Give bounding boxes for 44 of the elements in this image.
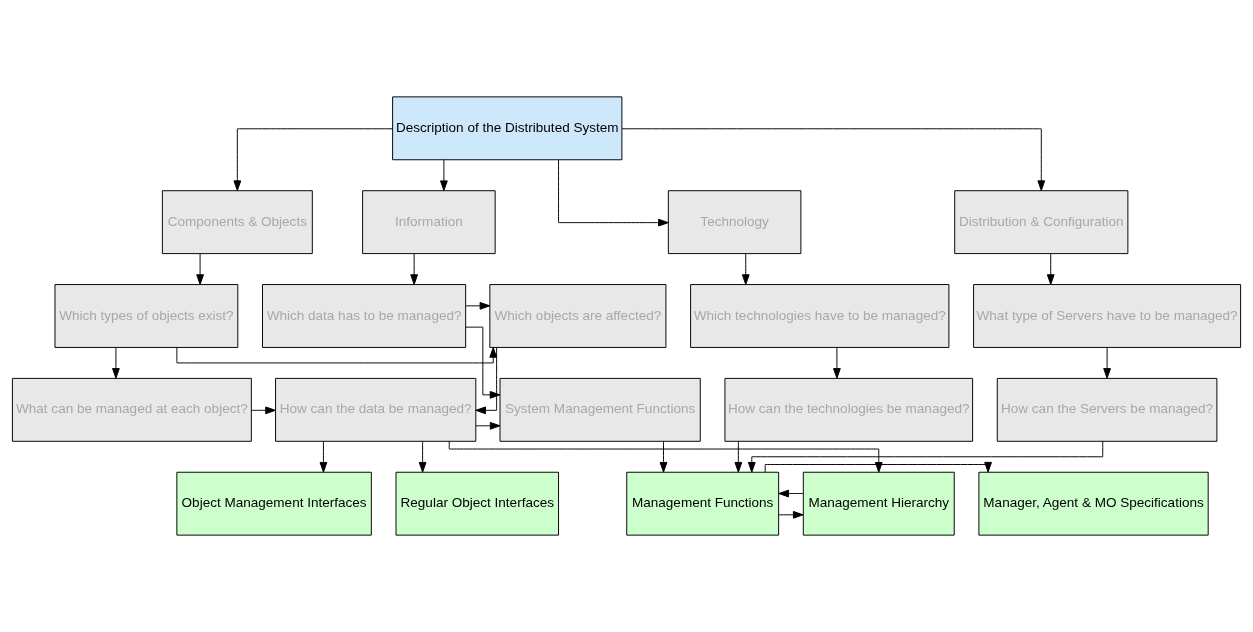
node-box: System Management Functions <box>499 377 701 442</box>
node-box: Manager, Agent & MO Specifications <box>978 471 1209 536</box>
arrow <box>558 159 669 227</box>
arrow <box>734 440 743 473</box>
arrow <box>621 128 1046 192</box>
arrow <box>418 440 427 473</box>
arrow <box>319 440 328 473</box>
arrow <box>440 159 448 192</box>
node-box: Regular Object Interfaces <box>395 471 560 536</box>
arrow <box>778 489 804 498</box>
arrow <box>465 326 501 399</box>
arrow <box>741 253 750 285</box>
arrow <box>112 347 120 379</box>
arrow <box>833 347 841 379</box>
node-box: Object Management Interfaces <box>176 471 372 536</box>
arrow <box>448 441 883 473</box>
node-box: How can the technologies be managed? <box>724 377 974 442</box>
arrow <box>1046 253 1055 285</box>
node-box: How can the data be managed? <box>275 377 477 442</box>
arrow <box>233 128 393 192</box>
arrow <box>475 347 498 415</box>
arrow <box>778 510 804 519</box>
node-box: Information <box>362 190 496 255</box>
node-box: How can the Servers be managed? <box>996 377 1218 442</box>
node-box: Which technologies have to be managed? <box>690 284 950 348</box>
node-box: What type of Servers have to be managed? <box>973 284 1242 348</box>
node-box: Which objects are affected? <box>489 284 667 348</box>
arrow <box>465 301 491 310</box>
arrow <box>764 461 992 473</box>
node-box: Technology <box>667 190 802 255</box>
arrow <box>1103 347 1111 379</box>
node-box: Which data has to be managed? <box>262 284 467 348</box>
node-box: Description of the Distributed System <box>392 96 623 161</box>
node-box: Management Functions <box>626 471 780 536</box>
node-box: Distribution & Configuration <box>954 190 1129 255</box>
node-box: Management Hierarchy <box>802 471 955 536</box>
node-box: Components & Objects <box>161 190 313 255</box>
arrow <box>475 421 501 430</box>
arrow <box>251 406 276 415</box>
arrow <box>410 253 418 285</box>
node-box: Which types of objects exist? <box>54 284 239 348</box>
node-box: What can be managed at each object? <box>11 377 252 442</box>
arrow <box>659 440 668 473</box>
arrow <box>196 253 204 285</box>
